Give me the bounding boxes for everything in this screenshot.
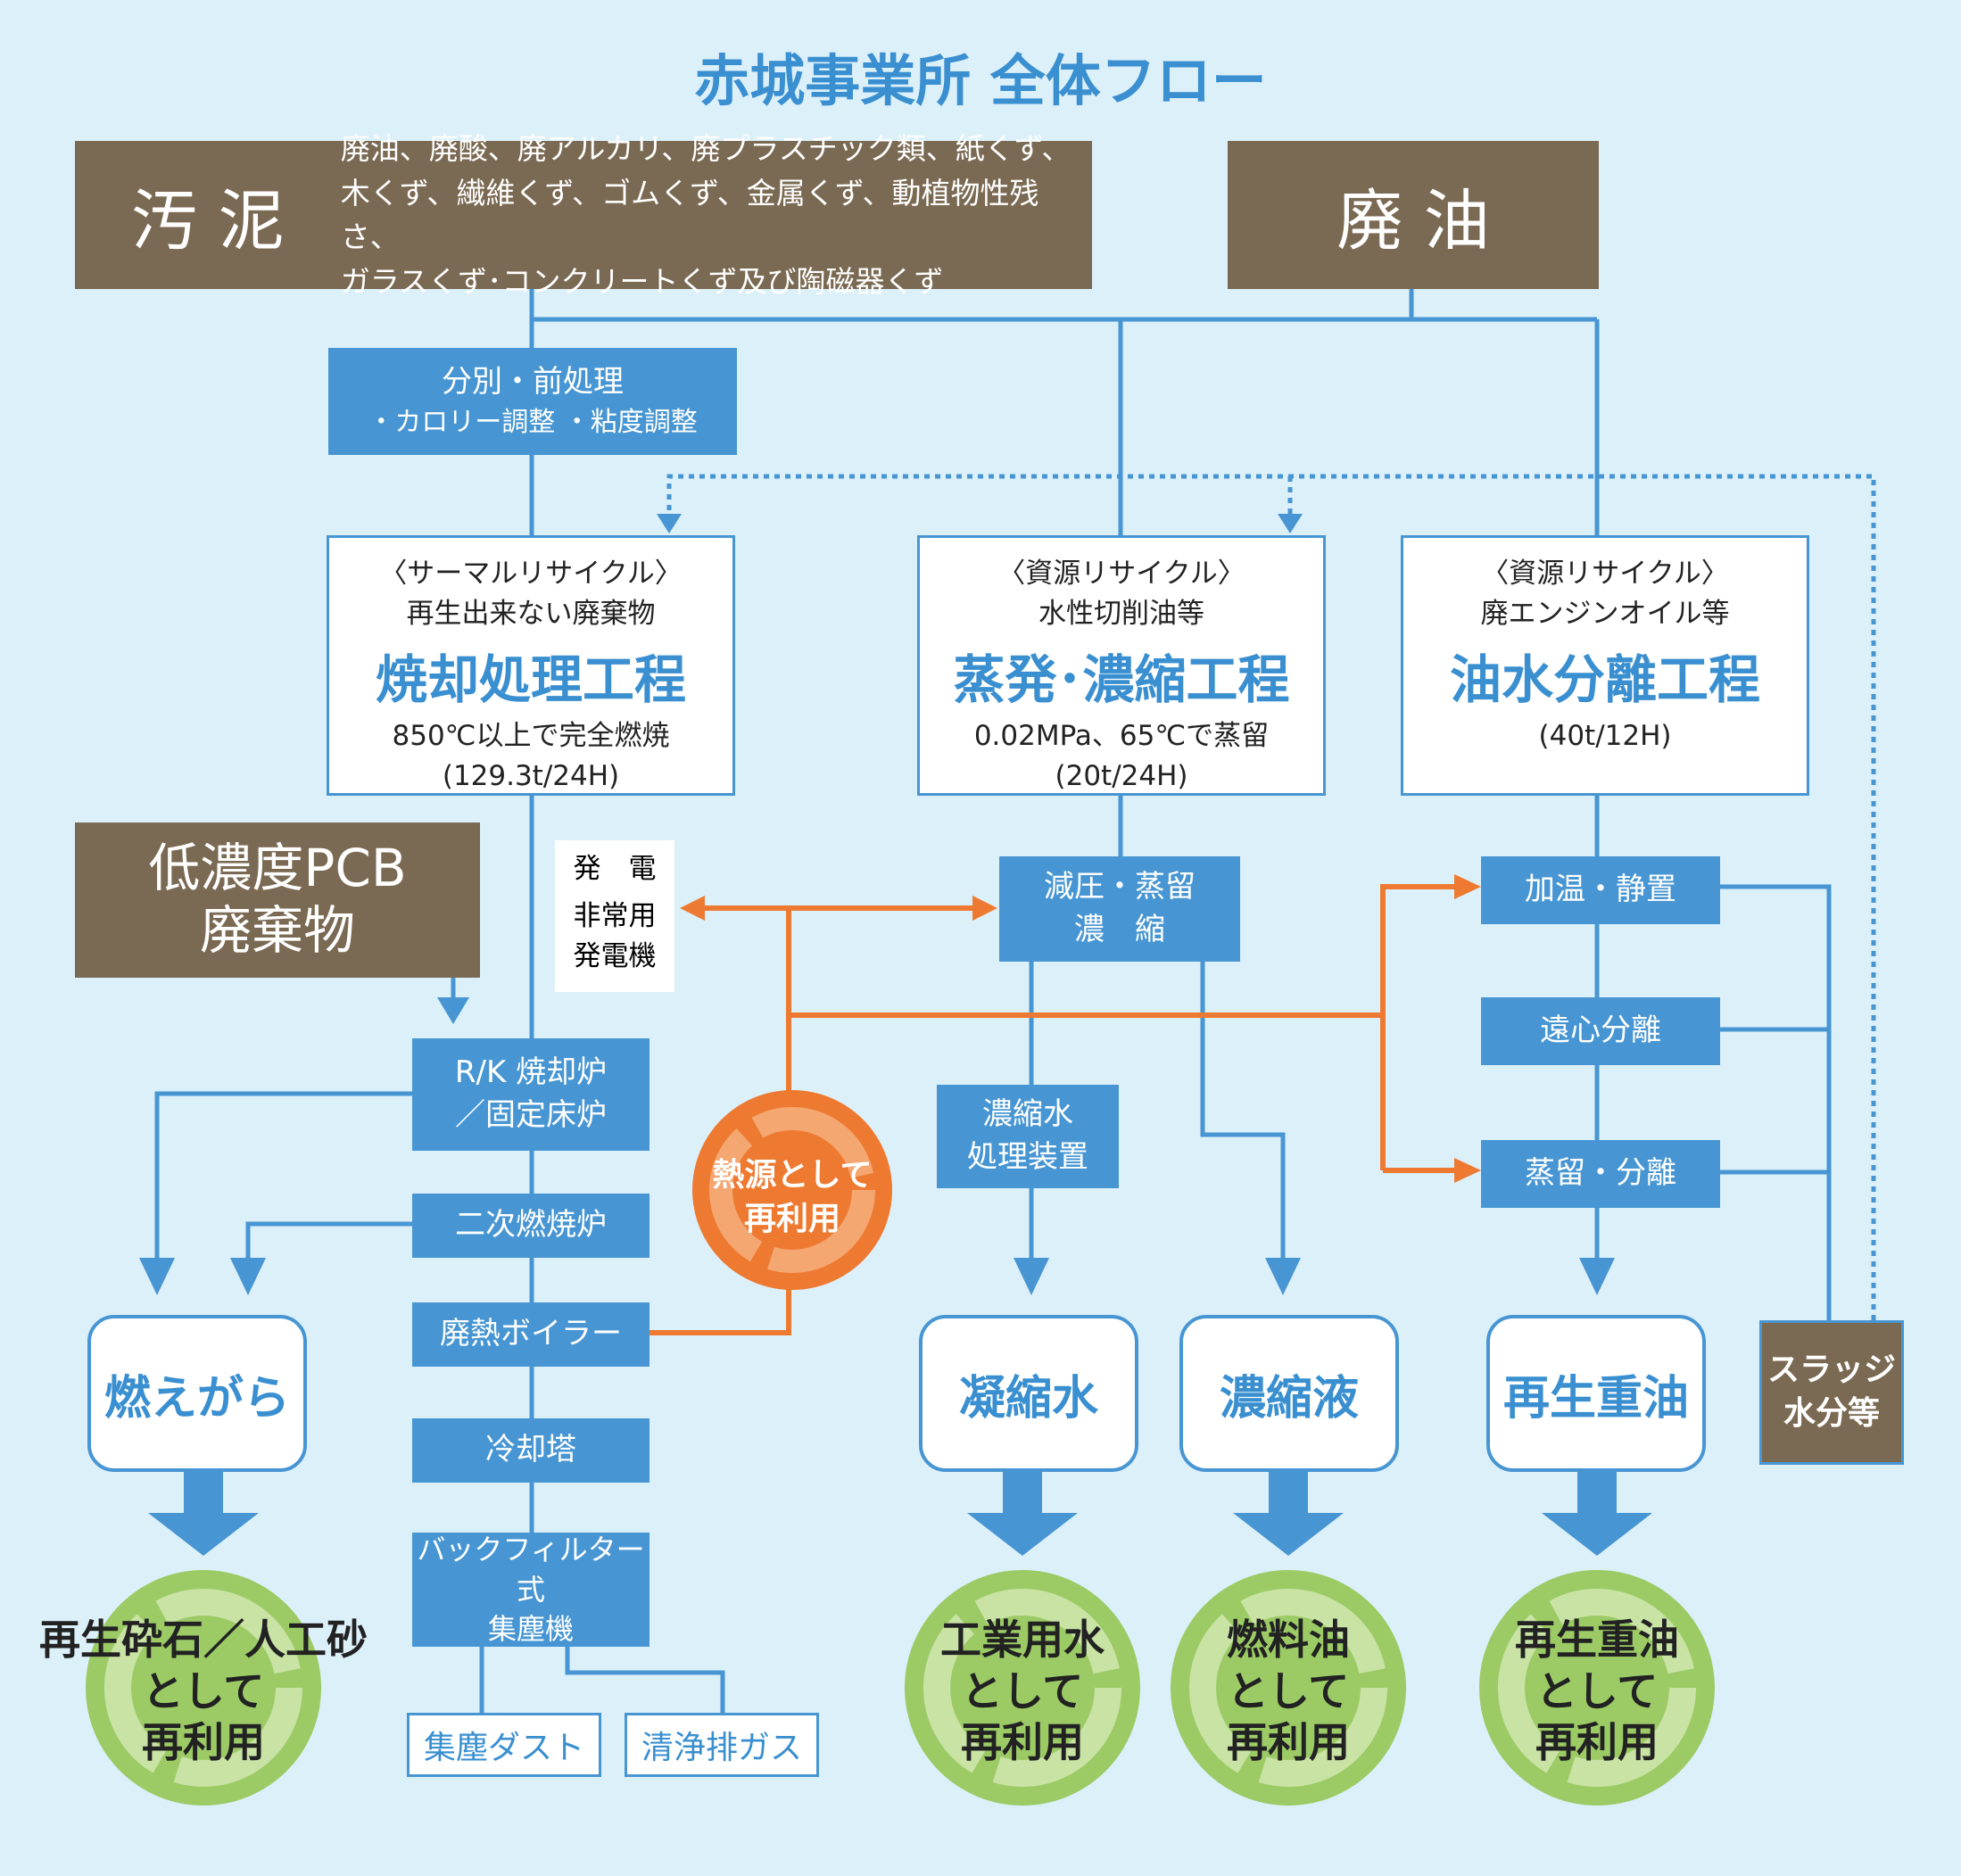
pcb-line: 低濃度PCB <box>148 838 407 899</box>
pretreatment-sub: ・カロリー調整 ・粘度調整 <box>368 406 698 438</box>
fuel-reuse-text: 燃料油 として 再利用 <box>1163 1615 1413 1769</box>
sludge-output-box: スラッジ 水分等 <box>1759 1320 1904 1465</box>
sludge-item-line: ガラスくず･コンクリートくず及び陶磁器くず <box>340 263 944 299</box>
ash-product-box: 燃えがら <box>87 1315 307 1472</box>
thermal-process-box: 〈サーマルリサイクル〉 再生出来ない廃棄物 焼却処理工程 850℃以上で完全燃焼… <box>327 535 735 796</box>
bag-filter-line: 集塵機 <box>487 1612 574 1647</box>
sludge-box: 汚 泥 廃油、廃酸、廃アルカリ、廃プラスチック類、紙くず、 木くず、繊維くず、ゴ… <box>75 131 1092 299</box>
process-target: 再生出来ない廃棄物 <box>406 597 656 630</box>
waste-oil-box: 廃 油 <box>1228 141 1599 289</box>
reuse-line: として <box>1535 1666 1659 1715</box>
concentrate-product-box: 濃縮液 <box>1179 1315 1399 1472</box>
process-name: 蒸発･濃縮工程 <box>953 649 1290 710</box>
reuse-line: 再利用 <box>961 1718 1084 1766</box>
sludge-output-line: スラッジ <box>1767 1351 1896 1389</box>
process-condition: 850℃以上で完全燃焼 <box>392 719 670 752</box>
process-capacity: (40t/12H) <box>1538 719 1672 752</box>
dust-box: 集塵ダスト <box>407 1713 601 1777</box>
secondary-combustor-box: 二次燃焼炉 <box>412 1194 650 1258</box>
reuse-line: 再生砕石／人工砂 <box>39 1616 368 1664</box>
reuse-line: として <box>142 1666 265 1715</box>
power-line: 非常用 <box>573 899 657 932</box>
process-name: 焼却処理工程 <box>375 649 686 710</box>
warming-box: 加温・静置 <box>1481 856 1720 924</box>
sludge-label: 汚 泥 <box>131 182 285 260</box>
kiln-line: ／固定床炉 <box>455 1097 607 1133</box>
process-capacity: (129.3t/24H) <box>442 759 620 792</box>
sludge-item-line: 廃油、廃酸、廃アルカリ、廃プラスチック類、紙くず、 <box>340 131 1072 166</box>
distillation-line: 濃 縮 <box>1074 912 1165 947</box>
waste-heat-boiler-box: 廃熱ボイラー <box>412 1302 650 1367</box>
power-generator-box: 発 電 非常用 発電機 <box>555 840 674 992</box>
pcb-waste-box: 低濃度PCB 廃棄物 <box>75 822 480 978</box>
bag-filter-line: バックフィルター式 <box>417 1532 645 1607</box>
process-condition: 0.02MPa、65℃で蒸留 <box>973 719 1270 752</box>
ash-reuse-text: 再生砕石／人工砂 として 再利用 <box>18 1615 389 1769</box>
process-tag: 〈資源リサイクル〉 <box>1481 558 1729 590</box>
pretreatment-title: 分別・前処理 <box>442 364 624 401</box>
page-title: 赤城事業所 全体フロー <box>694 48 1267 113</box>
reuse-line: 再利用 <box>142 1718 265 1766</box>
power-line: 発電機 <box>573 939 657 972</box>
process-capacity: (20t/24H) <box>1055 759 1188 792</box>
heavy-oil-product-box: 再生重油 <box>1486 1315 1706 1472</box>
process-target: 水性切削油等 <box>1038 597 1204 630</box>
sludge-item-line: 木くず、繊維くず、ゴムくず、金属くず、動植物性残さ、 <box>340 175 1039 255</box>
centrifuge-box: 遠心分離 <box>1481 997 1720 1065</box>
reuse-circles <box>86 1570 1715 1806</box>
distillation-box: 減圧・蒸留 濃 縮 <box>999 856 1240 962</box>
sludge-output-line: 水分等 <box>1783 1395 1880 1432</box>
sludge-items: 廃油、廃酸、廃アルカリ、廃プラスチック類、紙くず、 木くず、繊維くず、ゴムくず、… <box>341 127 1092 303</box>
separation-process-box: 〈資源リサイクル〉 廃エンジンオイル等 油水分離工程 (40t/12H) <box>1401 535 1809 796</box>
reuse-line: 再生重油 <box>1515 1616 1679 1664</box>
water-treatment-line: 処理装置 <box>967 1139 1088 1175</box>
heat-reuse-text: 熱源として 再利用 <box>692 1154 892 1241</box>
condensate-product-box: 凝縮水 <box>919 1315 1138 1472</box>
evaporation-process-box: 〈資源リサイクル〉 水性切削油等 蒸発･濃縮工程 0.02MPa、65℃で蒸留 … <box>917 535 1326 796</box>
bag-filter-box: バックフィルター式 集塵機 <box>412 1533 650 1647</box>
reuse-line: 燃料油 <box>1227 1616 1350 1664</box>
process-name: 油水分離工程 <box>1449 649 1760 710</box>
pcb-line: 廃棄物 <box>199 900 355 961</box>
process-target: 廃エンジンオイル等 <box>1480 597 1730 630</box>
heat-line: 再利用 <box>743 1200 840 1237</box>
power-line: 発 電 <box>573 853 657 885</box>
water-treatment-box: 濃縮水 処理装置 <box>937 1085 1119 1188</box>
reuse-line: 再利用 <box>1535 1718 1659 1766</box>
process-tag: 〈資源リサイクル〉 <box>997 558 1245 590</box>
oil-reuse-text: 再生重油 として 再利用 <box>1472 1615 1722 1769</box>
water-treatment-line: 濃縮水 <box>982 1096 1073 1133</box>
water-reuse-text: 工業用水 として 再利用 <box>898 1615 1147 1769</box>
kiln-line: R/K 焼却炉 <box>454 1054 608 1091</box>
process-tag: 〈サーマルリサイクル〉 <box>379 558 683 590</box>
reuse-line: 工業用水 <box>940 1616 1105 1664</box>
rotary-kiln-box: R/K 焼却炉 ／固定床炉 <box>412 1038 650 1151</box>
distillation-line: 減圧・蒸留 <box>1044 869 1196 905</box>
exhaust-gas-box: 清浄排ガス <box>625 1713 819 1777</box>
cooling-tower-box: 冷却塔 <box>412 1418 650 1483</box>
distill-separation-box: 蒸留・分離 <box>1481 1140 1720 1208</box>
reuse-line: 再利用 <box>1227 1718 1350 1766</box>
heat-line: 熱源として <box>712 1157 873 1194</box>
reuse-line: として <box>961 1666 1084 1715</box>
pretreatment-box: 分別・前処理 ・カロリー調整 ・粘度調整 <box>328 348 737 455</box>
reuse-line: として <box>1227 1666 1350 1715</box>
